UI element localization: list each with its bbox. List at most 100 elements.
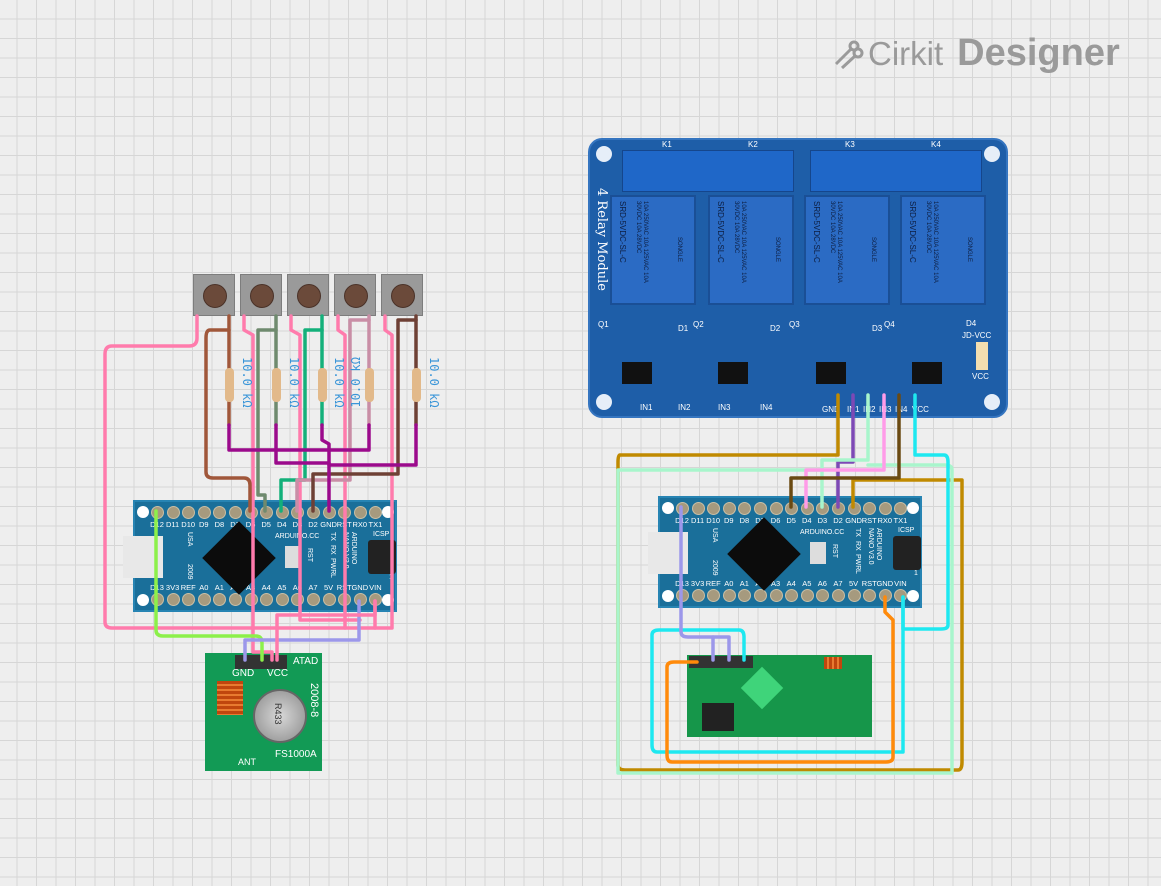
pin-top[interactable] bbox=[878, 502, 892, 515]
pin-label: D8 bbox=[214, 520, 225, 529]
resistor-3[interactable] bbox=[318, 368, 327, 402]
pin-bottom[interactable] bbox=[322, 593, 336, 606]
pin-top[interactable] bbox=[738, 502, 752, 515]
resistor-label: 10.0 kΩ bbox=[287, 357, 301, 408]
wire[interactable] bbox=[616, 393, 964, 772]
pin-bottom[interactable] bbox=[800, 589, 814, 602]
pin-top[interactable] bbox=[894, 502, 908, 515]
pin-bottom[interactable] bbox=[769, 589, 783, 602]
pin-top[interactable] bbox=[722, 502, 736, 515]
pin-top[interactable] bbox=[166, 506, 180, 519]
pin-bottom[interactable] bbox=[847, 589, 861, 602]
wire[interactable] bbox=[836, 393, 855, 509]
pin-top[interactable] bbox=[754, 502, 767, 515]
wire[interactable] bbox=[373, 314, 394, 630]
wire[interactable] bbox=[320, 423, 331, 513]
pin-top[interactable] bbox=[707, 502, 721, 515]
wire[interactable] bbox=[711, 635, 731, 662]
wire[interactable] bbox=[275, 599, 377, 662]
pin-top[interactable] bbox=[182, 506, 196, 519]
relay-pin-in4[interactable]: IN4 bbox=[895, 405, 908, 414]
tx-pin-vcc[interactable]: VCC bbox=[267, 668, 289, 679]
pin-bottom[interactable] bbox=[785, 589, 799, 602]
wire[interactable] bbox=[103, 314, 377, 630]
relay-pin-gnd[interactable]: GND bbox=[822, 405, 840, 414]
pushbutton-2[interactable] bbox=[240, 274, 282, 316]
logo-product: Designer bbox=[957, 32, 1120, 74]
pin-top[interactable] bbox=[229, 506, 242, 519]
wire[interactable] bbox=[311, 318, 418, 513]
pin-bottom[interactable] bbox=[816, 589, 830, 602]
reset-button[interactable] bbox=[810, 542, 826, 564]
pin-top[interactable] bbox=[353, 506, 367, 519]
brand-label: ARDUINO.CC bbox=[800, 529, 845, 536]
wire[interactable] bbox=[650, 595, 905, 754]
pin-label: A4 bbox=[786, 579, 796, 588]
pin-top[interactable] bbox=[213, 506, 227, 519]
resistor-4[interactable] bbox=[365, 368, 374, 402]
wire[interactable] bbox=[665, 595, 895, 764]
pin-bottom[interactable] bbox=[275, 593, 289, 606]
pushbutton-4[interactable] bbox=[334, 274, 376, 316]
pin-top[interactable] bbox=[863, 502, 877, 515]
wire[interactable] bbox=[820, 393, 870, 509]
wire[interactable] bbox=[295, 318, 371, 513]
pin-bottom[interactable] bbox=[197, 593, 211, 606]
wire[interactable] bbox=[327, 423, 371, 452]
reset-button[interactable] bbox=[285, 546, 301, 568]
resistor-1[interactable] bbox=[225, 368, 234, 402]
pin-label: D9 bbox=[724, 516, 734, 525]
wire[interactable] bbox=[227, 423, 331, 452]
wire[interactable] bbox=[804, 393, 886, 509]
pin-bottom[interactable] bbox=[166, 593, 180, 606]
pin-label: D2 bbox=[833, 516, 843, 525]
tx-pin-gnd[interactable]: GND bbox=[232, 668, 255, 679]
pin-top[interactable] bbox=[769, 502, 783, 515]
pin-top[interactable] bbox=[197, 506, 211, 519]
resistor-5[interactable] bbox=[412, 368, 421, 402]
pin-bottom[interactable] bbox=[307, 593, 320, 606]
tx-pin-data[interactable]: ATAD bbox=[293, 656, 319, 667]
pin-bottom[interactable] bbox=[182, 593, 196, 606]
wire[interactable] bbox=[679, 505, 715, 662]
pin-label: GND bbox=[351, 583, 369, 592]
pin-label: D4 bbox=[802, 516, 812, 525]
wire[interactable] bbox=[256, 328, 278, 513]
pushbutton-1[interactable] bbox=[193, 274, 235, 316]
pin-bottom[interactable] bbox=[832, 589, 845, 602]
pin-bottom[interactable] bbox=[707, 589, 721, 602]
fs1000a-transmitter[interactable]: GND VCC ATAD R433 2008-8 FS1000A ANT bbox=[205, 653, 322, 771]
pin-label: A1 bbox=[214, 583, 224, 592]
pin-top[interactable] bbox=[369, 506, 383, 519]
wire[interactable] bbox=[289, 314, 362, 622]
pin-label: D4 bbox=[277, 520, 287, 529]
pin-bottom[interactable] bbox=[722, 589, 736, 602]
pin-label: D3 bbox=[817, 516, 828, 525]
wire[interactable] bbox=[327, 423, 418, 467]
pin-top[interactable] bbox=[691, 502, 705, 515]
pin-bottom[interactable] bbox=[863, 589, 877, 602]
pushbutton-5[interactable] bbox=[381, 274, 423, 316]
wire[interactable] bbox=[789, 393, 901, 509]
wire[interactable] bbox=[242, 314, 274, 662]
pin-bottom[interactable] bbox=[213, 593, 227, 606]
wire[interactable] bbox=[154, 509, 264, 662]
wire[interactable] bbox=[243, 599, 361, 662]
resistor-2[interactable] bbox=[272, 368, 281, 402]
wire[interactable] bbox=[274, 423, 331, 465]
rst-label: RST bbox=[831, 544, 838, 558]
relay-pin-vcc[interactable]: VCC bbox=[912, 405, 929, 414]
pin-bottom[interactable] bbox=[754, 589, 767, 602]
wire[interactable] bbox=[616, 463, 954, 775]
usa-label: USA bbox=[711, 528, 718, 543]
wire[interactable] bbox=[901, 393, 950, 631]
pin-bottom[interactable] bbox=[260, 593, 274, 606]
pin-bottom[interactable] bbox=[229, 593, 242, 606]
wire[interactable] bbox=[204, 328, 252, 513]
pin-bottom[interactable] bbox=[691, 589, 705, 602]
pin-bottom[interactable] bbox=[738, 589, 752, 602]
relay-module-4ch[interactable]: K1 K2 K3 K4 4 Relay Module SRD-5VDC-SL-C… bbox=[588, 138, 1008, 418]
pushbutton-3[interactable] bbox=[287, 274, 329, 316]
rf-receiver-module[interactable] bbox=[687, 655, 872, 737]
